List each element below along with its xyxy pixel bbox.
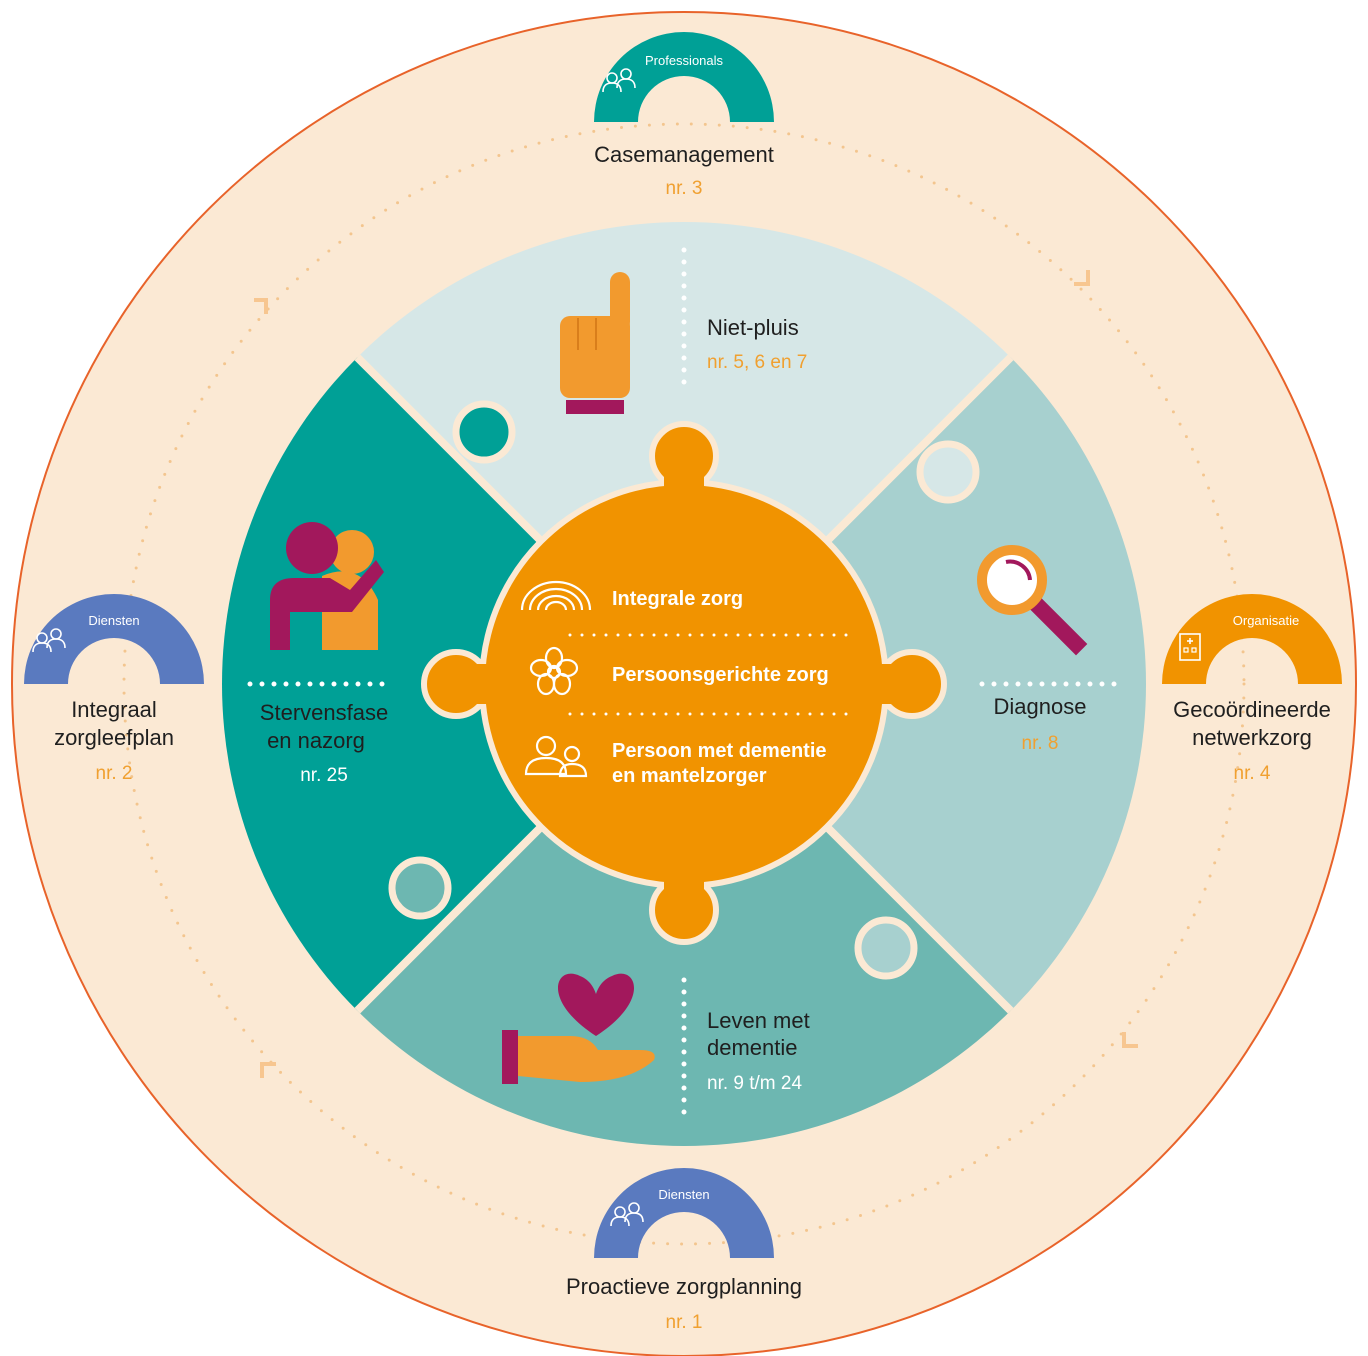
center-label-persoonsgerichte-zorg: Persoonsgerichte zorg (612, 664, 829, 686)
people-icon (524, 735, 588, 778)
outer-bottom-title: Proactieve zorgplanning (566, 1274, 802, 1299)
quadrant-top-title: Niet-pluis (707, 315, 799, 340)
organization-icon (1179, 633, 1201, 661)
outer-left-title-line1: Integraal (71, 697, 157, 722)
quadrant-bottom-title-line1: Leven met (707, 1008, 810, 1033)
outer-top-nr: nr. 3 (666, 178, 703, 199)
quadrant-left-title-line1: Stervensfase (260, 700, 388, 725)
quadrant-bottom (344, 684, 1024, 1146)
center-label-persoon-line1: Persoon met dementie (612, 740, 827, 762)
cycle-arrow-top-left (254, 298, 268, 314)
badge-professionals-label: Professionals (645, 53, 724, 68)
outer-bottom-nr: nr. 1 (666, 1312, 703, 1333)
quadrant-top-nr: nr. 5, 6 en 7 (707, 352, 807, 373)
rainbow-icon (520, 580, 592, 611)
badge-diensten-bottom-label: Diensten (658, 1187, 709, 1202)
quadrant-right (684, 344, 1146, 1024)
quadrant-bottom-title-line2: dementie (707, 1035, 798, 1060)
cycle-arrow-bottom-right (1122, 1032, 1138, 1048)
badge-diensten-left: Diensten (24, 594, 204, 684)
outer-right-nr: nr. 4 (1234, 763, 1271, 784)
heart-hand-icon (502, 973, 655, 1084)
pointing-finger-icon (560, 272, 630, 414)
center-piece (421, 421, 947, 945)
magnifier-icon (977, 545, 1088, 656)
quadrant-right-nr: nr. 8 (1022, 733, 1059, 754)
puzzle-tab-top-right (916, 440, 980, 504)
badge-diensten-left-label: Diensten (88, 613, 139, 628)
outer-top-title: Casemanagement (594, 142, 774, 167)
outer-right-title-line1: Gecoördineerde (1173, 697, 1331, 722)
embrace-icon (270, 522, 384, 650)
badge-organisatie-label: Organisatie (1233, 613, 1299, 628)
outer-right-title-line2: netwerkzorg (1192, 725, 1312, 750)
quadrant-right-title: Diagnose (994, 694, 1087, 719)
quadrant-left-title-line2: en nazorg (267, 728, 365, 753)
center-label-persoon-line2: en mantelzorger (612, 765, 767, 787)
badge-organisatie: Organisatie (1162, 594, 1342, 684)
outer-left-nr: nr. 2 (96, 763, 133, 784)
puzzle-tab-bottom-right (854, 916, 918, 980)
cycle-arrow-bottom-left (260, 1062, 276, 1078)
badge-diensten-bottom: Diensten (594, 1168, 774, 1258)
flower-icon (529, 646, 579, 696)
badge-professionals: Professionals (594, 32, 774, 122)
quadrant-left (222, 344, 684, 1024)
cycle-arrow-top-right (1074, 270, 1090, 286)
outer-left-title-line2: zorgleefplan (54, 725, 174, 750)
puzzle-tab-top-left (452, 400, 516, 464)
dotted-cycle-path (122, 122, 1246, 1246)
puzzle-tab-bottom-left (388, 856, 452, 920)
center-label-integrale-zorg: Integrale zorg (612, 588, 743, 610)
quadrant-bottom-nr: nr. 9 t/m 24 (707, 1073, 802, 1094)
quadrant-left-nr: nr. 25 (300, 765, 348, 786)
